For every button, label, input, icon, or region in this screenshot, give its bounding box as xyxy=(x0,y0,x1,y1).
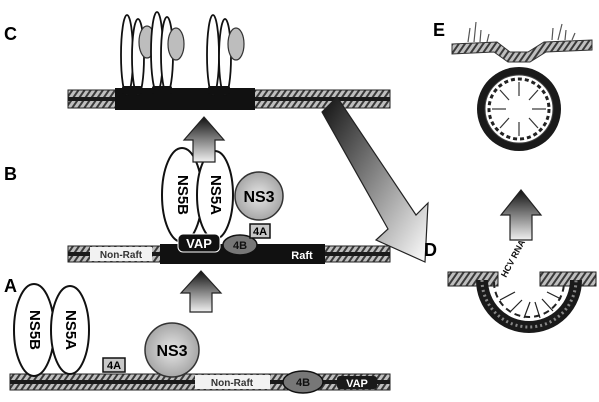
ns5b-label-b: NS5B xyxy=(174,175,191,215)
arrow-d-to-e xyxy=(501,190,541,240)
arrow-c-to-d xyxy=(322,97,428,262)
panel-d-label: D xyxy=(424,240,437,260)
non-raft-label-a: Non-Raft xyxy=(211,378,254,389)
invagination-spokes xyxy=(494,282,564,317)
raft-label-b: Raft xyxy=(291,250,313,262)
ns4a-label-b: 4A xyxy=(253,226,267,238)
panel-b: B Non-Raft Raft NS5B NS5A VAP 4B 4A NS3 xyxy=(4,148,390,264)
non-raft-label-b: Non-Raft xyxy=(100,250,143,261)
ns3-label-a: NS3 xyxy=(156,343,187,360)
ns5a-label-b: NS5A xyxy=(207,175,224,215)
replication-complex-cluster-3 xyxy=(207,15,244,95)
replication-complex-cluster-1 xyxy=(121,15,155,95)
ns4b-label-b: 4B xyxy=(233,240,247,252)
invagination-complexes xyxy=(500,292,561,318)
ns3-label-b: NS3 xyxy=(243,189,274,206)
panel-a-label: A xyxy=(4,276,17,296)
panel-c: C xyxy=(4,12,390,110)
panel-b-label: B xyxy=(4,164,17,184)
membrane-e-residual-complexes xyxy=(468,22,575,42)
membrane-d-right xyxy=(540,272,596,286)
vap-label-a: VAP xyxy=(346,378,368,390)
arrow-a-to-b xyxy=(181,271,221,312)
ns4b-label-a: 4B xyxy=(296,377,310,389)
replication-complex-cluster-2 xyxy=(151,12,184,94)
panel-d: D HCV RNA xyxy=(424,238,596,327)
panel-e: E xyxy=(433,20,592,151)
membrane-e xyxy=(452,40,592,62)
ns5b-label-a: NS5B xyxy=(26,310,43,350)
panel-c-label: C xyxy=(4,24,17,44)
membrane-d-left xyxy=(448,272,498,286)
ns5a-label-a: NS5A xyxy=(62,310,79,350)
hcv-rna-label: HCV RNA xyxy=(499,238,527,279)
vap-label-b: VAP xyxy=(186,236,212,251)
ns4a-label-a: 4A xyxy=(107,360,121,372)
panel-e-label: E xyxy=(433,20,445,40)
